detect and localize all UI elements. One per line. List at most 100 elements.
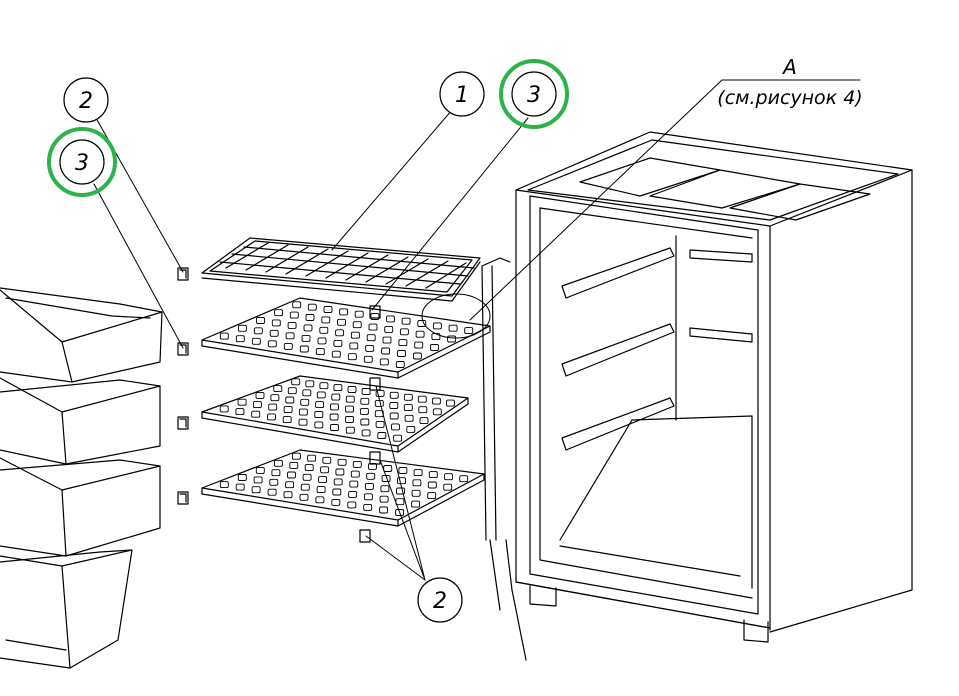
perforation-hole xyxy=(404,414,414,422)
perforation-hole xyxy=(330,403,339,411)
perforation-hole xyxy=(321,316,331,324)
perforation-hole xyxy=(345,395,355,403)
perforation-hole xyxy=(320,466,330,474)
perforation-hole xyxy=(270,394,280,402)
perforation-hole xyxy=(411,489,421,497)
perforation-hole xyxy=(235,335,245,343)
perforation-hole xyxy=(319,382,329,390)
perforation-hole xyxy=(349,480,359,488)
perforation-hole xyxy=(337,458,347,466)
perforation-hole xyxy=(430,344,439,351)
perforation-hole xyxy=(219,481,229,489)
shelf-perforations xyxy=(219,301,474,516)
perforation-hole xyxy=(352,321,362,329)
perforation-hole xyxy=(403,393,413,401)
perforation-hole xyxy=(251,486,261,494)
perforation-hole xyxy=(375,420,385,428)
perforation-hole xyxy=(379,495,389,503)
perforation-hole xyxy=(335,468,345,476)
perforation-hole xyxy=(287,387,297,395)
perforation-hole xyxy=(235,483,245,491)
perforation-hole xyxy=(386,315,395,323)
perforation-hole xyxy=(273,459,283,467)
perforation-hole xyxy=(361,429,371,437)
perforation-hole xyxy=(316,486,326,494)
perforation-hole xyxy=(399,328,409,336)
perforation-hole xyxy=(302,473,312,481)
perforation-hole xyxy=(395,498,405,506)
wire-shelf-top xyxy=(201,237,481,302)
perforation-hole xyxy=(219,405,229,413)
perforation-hole xyxy=(395,361,405,368)
perforation-hole xyxy=(256,317,265,324)
perforation-hole xyxy=(289,461,299,469)
callout-label: 2 xyxy=(79,89,93,114)
perforation-hole xyxy=(271,319,281,327)
perforation-hole xyxy=(384,325,394,333)
perforation-hole xyxy=(347,501,357,509)
perforation-hole xyxy=(345,426,355,434)
perforation-hole xyxy=(269,329,279,337)
perforation-hole xyxy=(345,416,354,423)
perforation-hole xyxy=(283,406,293,414)
perforation-hole xyxy=(419,417,429,425)
perforation-hole xyxy=(317,337,327,345)
perforation-hole xyxy=(389,391,399,399)
perforation-hole xyxy=(319,326,329,334)
perforation-hole xyxy=(252,401,262,409)
callout-2-bottom: 2 xyxy=(417,577,463,623)
perforation-hole xyxy=(417,395,427,403)
perforation-hole xyxy=(395,509,405,516)
perforation-hole xyxy=(427,481,437,489)
perforation-hole xyxy=(282,416,292,424)
perforation-hole xyxy=(389,402,399,409)
callout-label: 3 xyxy=(527,83,541,108)
perforation-hole xyxy=(287,471,296,479)
shelf-2 xyxy=(201,297,491,379)
perforation-hole xyxy=(292,301,302,309)
perforation-hole xyxy=(347,386,357,393)
perforation-hole xyxy=(363,493,373,501)
perforation-hole xyxy=(431,397,441,405)
detail-caption: (см.рисунок 4) xyxy=(717,87,862,109)
perforation-hole xyxy=(443,483,453,491)
perforation-hole xyxy=(389,412,399,420)
perforation-hole xyxy=(349,342,359,350)
perforation-hole xyxy=(347,353,357,361)
perforation-hole xyxy=(380,485,390,493)
perforation-hole xyxy=(301,334,311,342)
perforation-hole xyxy=(253,327,263,335)
perforation-hole xyxy=(300,483,310,491)
perforation-hole xyxy=(323,306,333,313)
perforation-hole xyxy=(285,332,295,340)
perforation-hole xyxy=(299,345,309,353)
perforation-hole xyxy=(322,456,332,464)
perforation-hole xyxy=(374,399,384,407)
perforation-hole xyxy=(464,327,474,335)
perforation-hole xyxy=(337,318,346,326)
perforation-hole xyxy=(379,506,389,514)
perforation-hole xyxy=(417,320,427,327)
perforation-hole xyxy=(448,324,458,332)
perforation-hole xyxy=(305,380,315,388)
perforation-hole xyxy=(251,337,261,345)
perforation-hole xyxy=(396,487,405,495)
perforation-hole xyxy=(332,488,342,496)
perforation-hole xyxy=(359,407,369,415)
perforation-hole xyxy=(251,410,261,418)
perforation-hole xyxy=(397,350,406,357)
perforation-hole xyxy=(339,308,349,316)
perforation-hole xyxy=(361,388,371,395)
perforation-hole xyxy=(331,350,341,358)
perforation-hole xyxy=(255,391,265,399)
perforation-hole xyxy=(302,389,312,397)
detail-letter: A xyxy=(781,55,797,79)
callout-label: 3 xyxy=(75,151,89,176)
perforation-hole xyxy=(253,476,263,484)
perforation-hole xyxy=(255,466,265,474)
perforation-hole xyxy=(401,317,411,325)
perforation-hole xyxy=(432,408,442,416)
perforation-hole xyxy=(360,418,370,426)
perforation-hole xyxy=(303,324,313,332)
perforation-hole xyxy=(412,352,422,360)
